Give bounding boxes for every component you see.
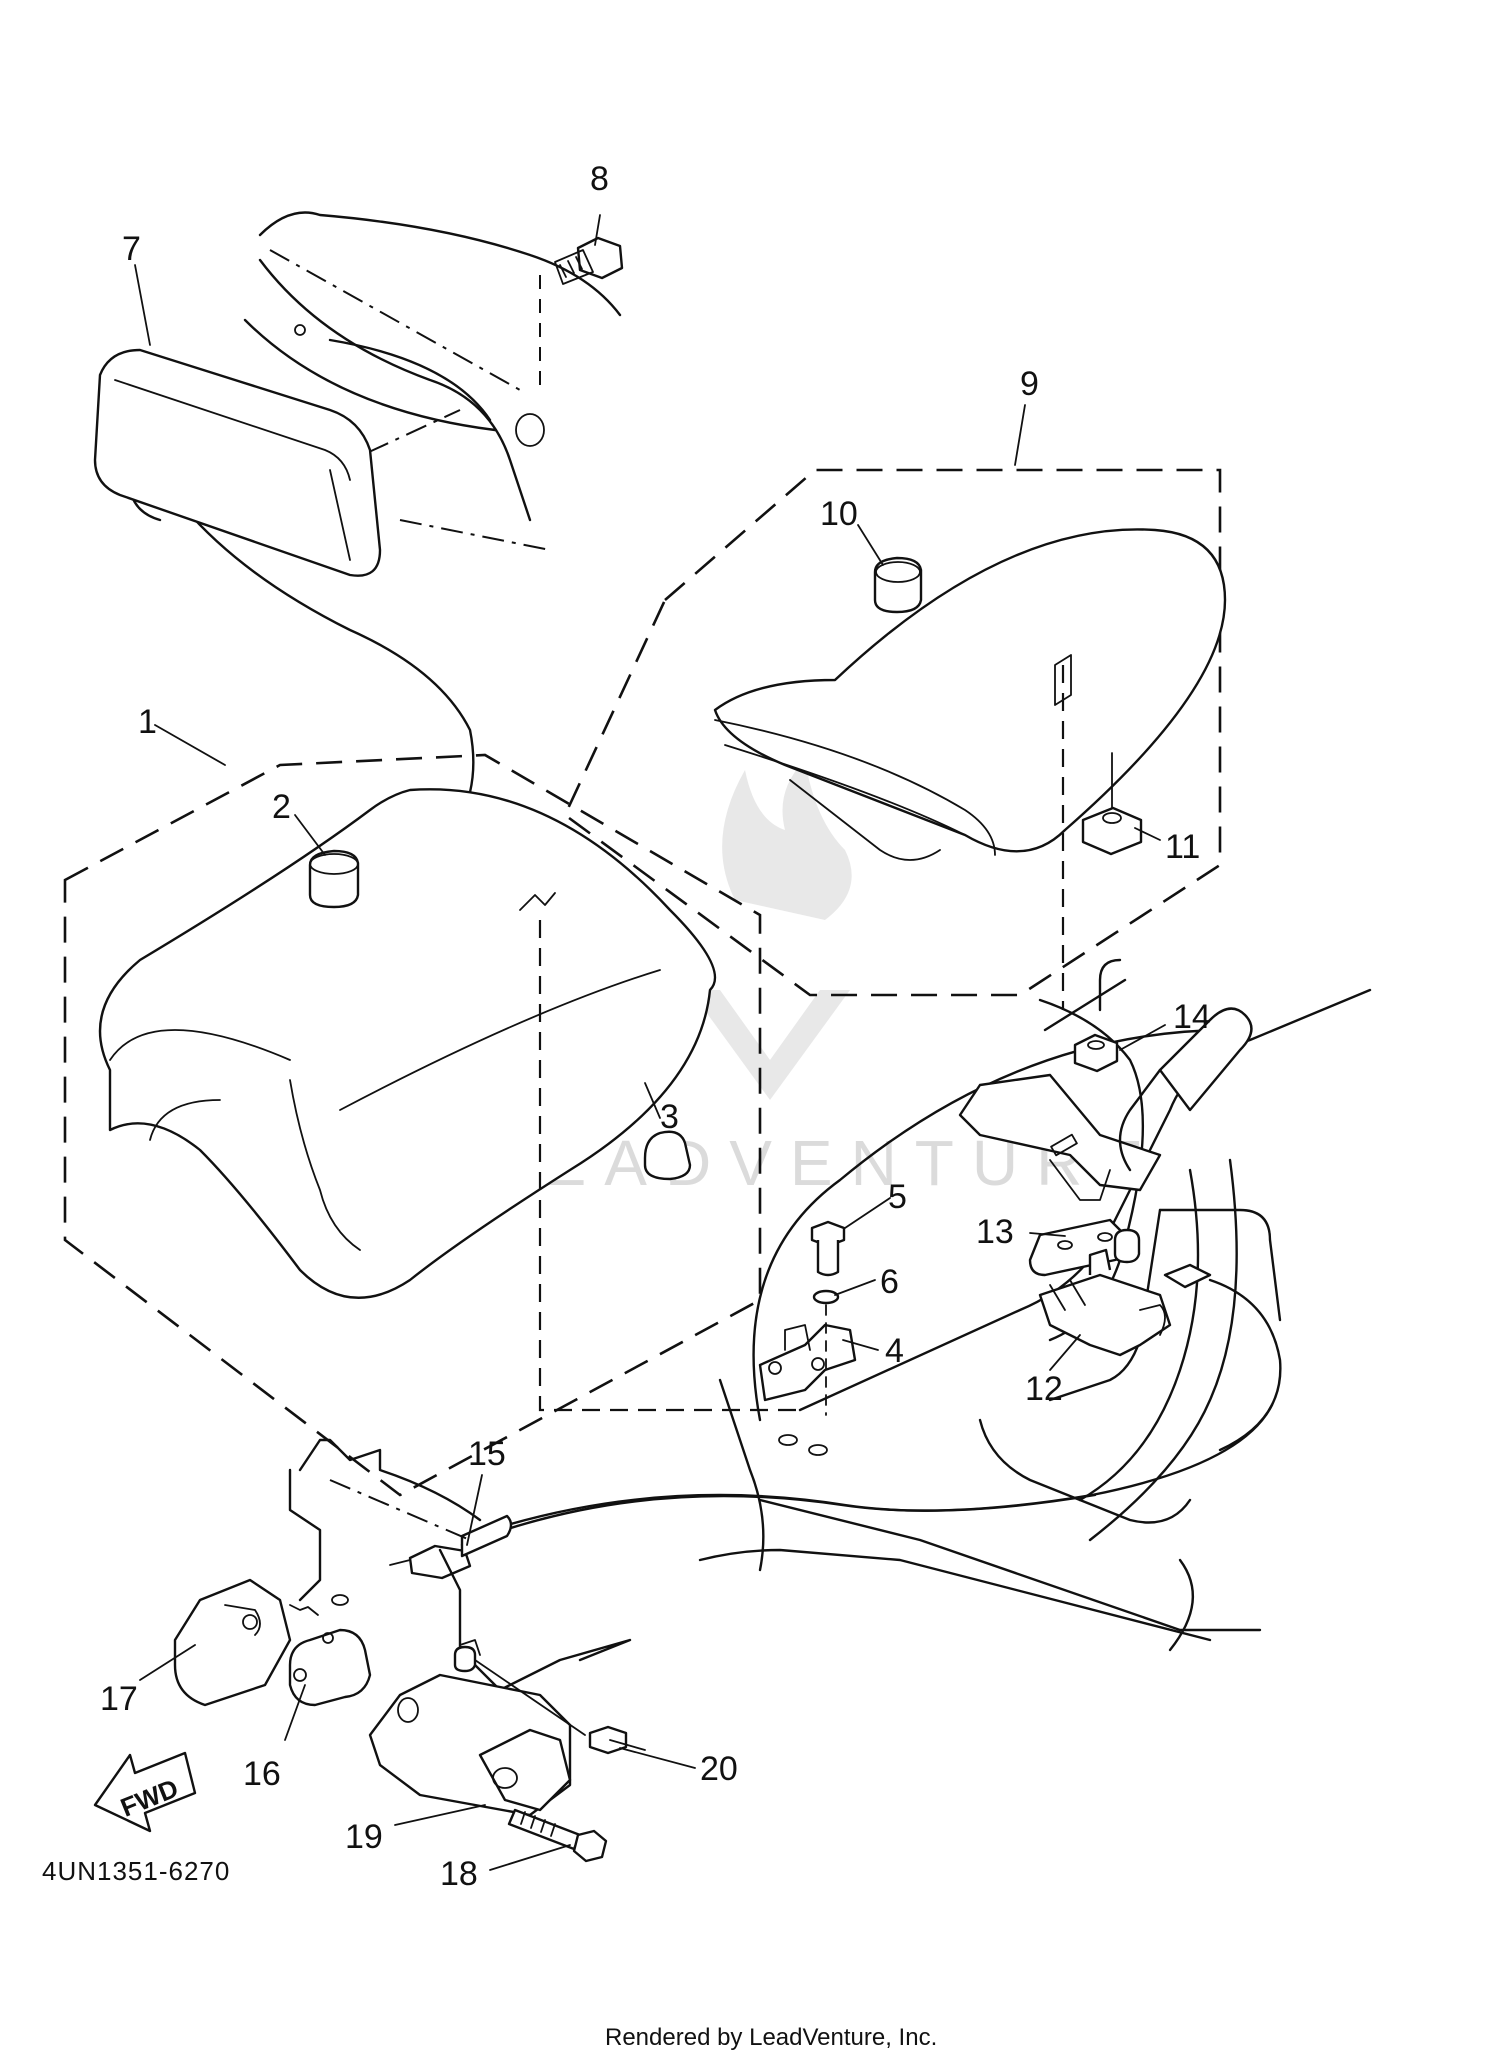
callout-18: 18 xyxy=(440,1855,478,1893)
callout-7: 7 xyxy=(122,230,141,268)
part-20-screw xyxy=(588,1725,646,1755)
callout-11: 11 xyxy=(1165,828,1200,866)
callout-13: 13 xyxy=(976,1213,1014,1251)
part-7-reflector xyxy=(93,348,382,577)
callout-15: 15 xyxy=(468,1435,506,1473)
part-11-nut xyxy=(1081,752,1143,856)
leader-lines xyxy=(134,214,1166,1871)
part-10-damper xyxy=(873,556,923,614)
seat-bracket xyxy=(958,1073,1162,1201)
frame xyxy=(698,958,1372,1652)
diagram-code: 4UN1351-6270 xyxy=(42,1856,230,1886)
part-5-bolt xyxy=(810,1220,846,1277)
part-9-rear-seat-group xyxy=(563,468,1227,1010)
part-14-nut xyxy=(1073,1033,1119,1073)
callout-12: 12 xyxy=(1025,1370,1063,1408)
part-19-bracket xyxy=(368,1639,586,1817)
callout-1: 1 xyxy=(138,703,157,741)
callout-10: 10 xyxy=(820,495,858,533)
callout-9: 9 xyxy=(1020,365,1039,403)
grab-bar xyxy=(1118,1007,1253,1172)
callout-19: 19 xyxy=(345,1818,383,1856)
part-2-damper xyxy=(308,849,360,909)
callout-14: 14 xyxy=(1173,998,1211,1036)
callouts: 8 7 9 10 11 1 2 3 14 5 13 6 4 12 15 17 1… xyxy=(100,160,1211,1893)
part-8-bolt xyxy=(539,236,624,395)
part-12-lock xyxy=(1038,1228,1282,1452)
callout-17: 17 xyxy=(100,1680,138,1718)
part-17-cover xyxy=(173,1578,292,1707)
callout-3: 3 xyxy=(660,1098,679,1136)
callout-16: 16 xyxy=(243,1755,281,1793)
part-16-key-switch xyxy=(288,1604,372,1707)
fwd-arrow: FWD xyxy=(93,1751,197,1833)
part-15-cable xyxy=(331,1403,1274,1606)
part-3-cushion xyxy=(643,1130,692,1181)
part-18-bolt xyxy=(507,1808,608,1863)
callout-2: 2 xyxy=(272,788,291,826)
footer-credit: Rendered by LeadVenture, Inc. xyxy=(605,2024,937,2051)
callout-4: 4 xyxy=(885,1332,904,1370)
part-1-main-seat-group xyxy=(63,753,800,1497)
callout-20: 20 xyxy=(700,1750,738,1788)
callout-6: 6 xyxy=(880,1263,899,1301)
callout-5: 5 xyxy=(888,1178,907,1216)
part-4-striker xyxy=(758,1304,857,1456)
callout-8: 8 xyxy=(590,160,609,198)
part-6-washer xyxy=(812,1289,840,1305)
